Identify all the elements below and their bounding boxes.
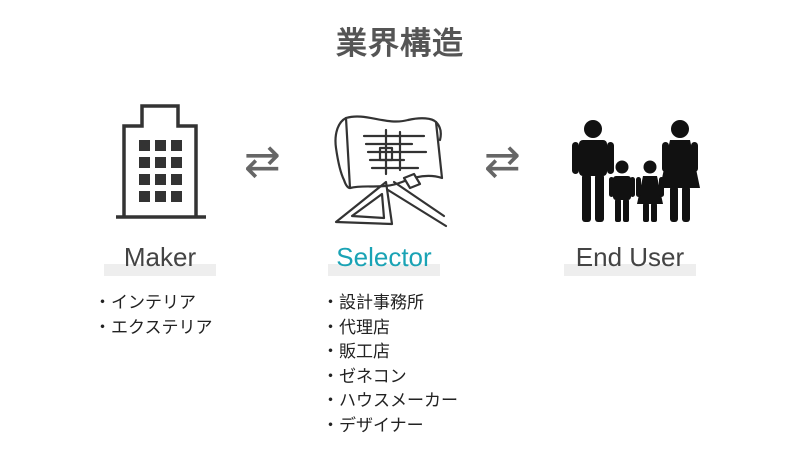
bidirectional-arrow-icon: ⇄: [244, 136, 281, 187]
label-underline: [564, 264, 696, 276]
list-item: ・デザイナー: [322, 415, 424, 436]
list-item: ・ゼネコン: [322, 366, 407, 387]
selector-items-list: ・設計事務所 ・代理店 ・販工店 ・ゼネコン ・ハウスメーカー ・デザイナー: [322, 291, 458, 438]
selector-label-block: Selector: [328, 240, 440, 276]
end-user-label-block: End User: [564, 240, 696, 276]
label-underline: [104, 264, 216, 276]
list-item: ・販工店: [322, 342, 390, 362]
page-title: 業界構造: [336, 26, 464, 62]
label-underline: [328, 264, 440, 276]
list-item: ・エクステリア: [94, 317, 213, 338]
bidirectional-arrow-icon: ⇄: [484, 136, 521, 187]
list-item: ・代理店: [322, 317, 390, 338]
blueprint-icon: [334, 115, 448, 228]
maker-label-block: Maker: [104, 240, 216, 276]
selector-label: Selector: [336, 242, 432, 272]
building-icon: [116, 104, 206, 219]
maker-label: Maker: [123, 242, 197, 272]
list-item: ・設計事務所: [322, 293, 424, 313]
list-item: ・インテリア: [94, 293, 196, 313]
list-item: ・ハウスメーカー: [322, 391, 458, 411]
maker-items-list: ・インテリア ・エクステリア: [94, 291, 213, 340]
family-icon: [572, 120, 700, 222]
end-user-label: End User: [575, 242, 685, 272]
